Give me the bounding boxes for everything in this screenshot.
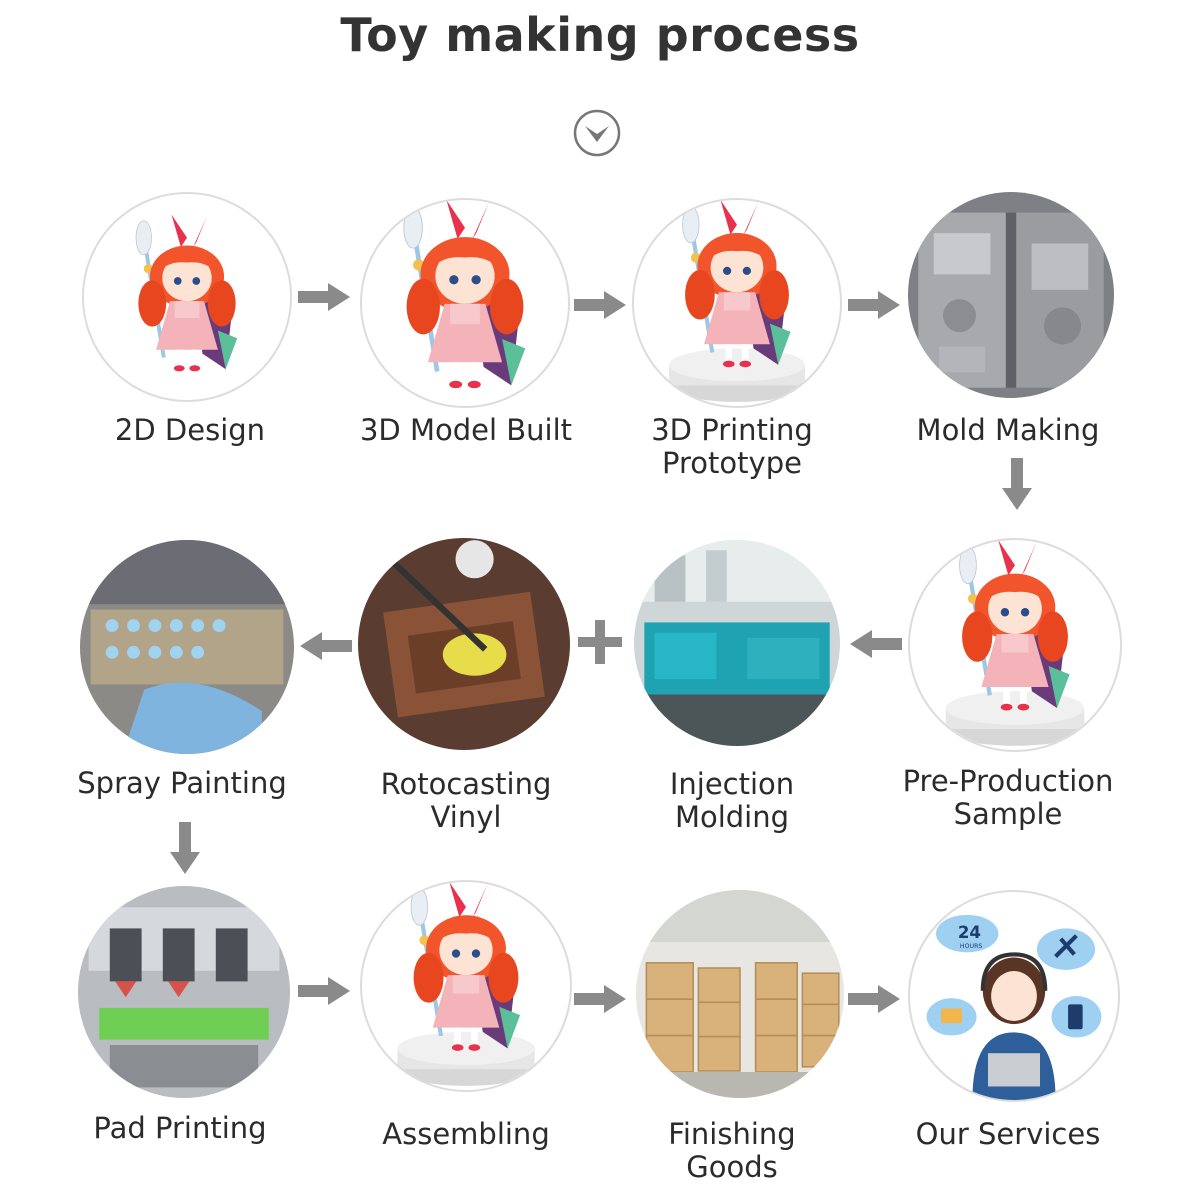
services-badge-sub: HOURS (960, 943, 982, 950)
arrow-left-icon (850, 630, 902, 658)
page-title: Toy making process (340, 8, 860, 62)
arrow-right-icon (298, 977, 350, 1005)
arrow-right-icon (574, 985, 626, 1013)
step-label: 2D Design (114, 413, 266, 447)
character-model-icon (360, 198, 570, 408)
metal-mold-photo-icon (908, 192, 1114, 398)
step-label: Pad Printing (93, 1111, 267, 1145)
spray-painting-photo-icon (80, 540, 294, 754)
injection-machine-photo-icon (634, 540, 840, 746)
character-illustration-icon (82, 192, 292, 402)
step-label: Assembling (382, 1117, 550, 1151)
pad-printing-photo-icon (78, 886, 290, 1098)
character-figure-on-base-icon (632, 198, 842, 408)
character-figure-on-base-icon (360, 880, 572, 1092)
arrow-right-icon (298, 283, 350, 311)
arrow-right-icon (574, 291, 626, 319)
step-label: 3D Printing Prototype (651, 413, 813, 480)
services-badge: 24 (958, 923, 981, 942)
warehouse-photo-icon (636, 890, 844, 1098)
step-label: Spray Painting (77, 766, 287, 800)
step-label: Mold Making (916, 413, 1100, 447)
customer-service-illustration-icon: 24 HOURS (908, 890, 1120, 1102)
arrow-down-icon (1002, 458, 1032, 510)
arrow-right-icon (848, 985, 900, 1013)
arrow-down-icon (170, 822, 200, 874)
character-figure-on-base-icon (908, 538, 1122, 752)
step-label: Injection Molding (669, 767, 795, 834)
plus-icon (578, 620, 622, 664)
step-label: Pre-Production Sample (902, 764, 1114, 831)
step-label: Finishing Goods (668, 1117, 796, 1184)
step-label: Rotocasting Vinyl (380, 767, 552, 834)
arrow-right-icon (848, 291, 900, 319)
rotocasting-photo-icon (358, 538, 570, 750)
chevron-down-icon (573, 109, 621, 157)
arrow-left-icon (300, 632, 352, 660)
step-label: 3D Model Built (359, 413, 573, 447)
step-label: Our Services (915, 1117, 1101, 1151)
